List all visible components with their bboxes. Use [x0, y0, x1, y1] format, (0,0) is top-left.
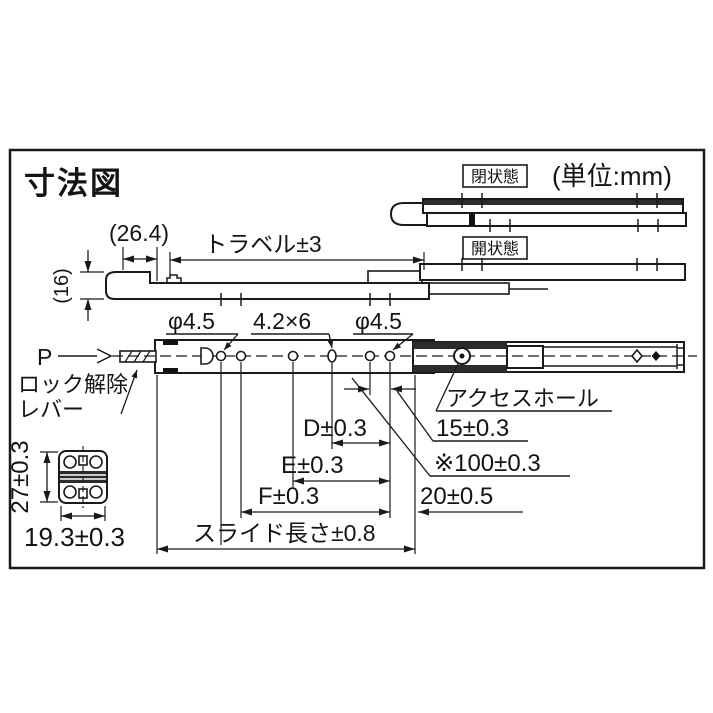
dim-section-height: 27±0.3 [7, 440, 34, 513]
dim-section-width: 19.3±0.3 [24, 522, 125, 552]
dim-end-offset-20: 20±0.5 [420, 483, 493, 510]
section-ball-tr [89, 455, 103, 469]
plan-hole-1 [215, 350, 227, 362]
open-state-label-box [462, 236, 528, 260]
dimension-annotations: 15±0.3 ※100±0.3 D±0.3 E±0.3 F±0.3 20±0.5… [156, 362, 570, 554]
closed-state-label: 閉状態 [471, 168, 519, 186]
section-ball-bl [63, 485, 77, 499]
lock-release-label-line2: レバー [18, 397, 84, 422]
plan-diamond-hole-filled [651, 351, 661, 361]
dim-slide-length: スライド長さ±0.8 [193, 520, 376, 546]
plan-d-slot [200, 347, 214, 365]
access-hole-label: アクセスホール [446, 386, 599, 411]
dim-travel: トラベル±3 [204, 231, 321, 257]
plan-hole-5 [364, 350, 376, 362]
open-upper-rail [419, 263, 686, 281]
open-outer-rail-profile [105, 271, 430, 300]
dim-pitch-f: F±0.3 [258, 483, 319, 510]
closed-state-view: 閉状態 [389, 164, 687, 232]
open-rail-clip [166, 274, 182, 283]
dim-bracket-height: (16) [51, 268, 73, 304]
plan-hole-3 [287, 350, 299, 362]
dim-hole-pitch-100: ※100±0.3 [434, 450, 541, 477]
section-ball-br [89, 485, 103, 499]
dim-hole-dia-front: φ4.5 [168, 308, 215, 334]
datum-p-arrow [96, 348, 113, 364]
dim-slot-size: 4.2×6 [253, 308, 311, 334]
dim-hole-dia-rear: φ4.5 [355, 308, 402, 334]
lock-release-label-line1: ロック解除 [18, 372, 128, 397]
dim-pitch-d: D±0.3 [303, 415, 367, 442]
closed-upper-rail-retainer [424, 200, 682, 205]
dim-end-pitch-15: 15±0.3 [436, 415, 509, 442]
plan-inner-rail-hatch-bottom [413, 365, 507, 372]
cross-section-view: 27±0.3 19.3±0.3 [7, 440, 125, 552]
closed-lever-profile [389, 202, 428, 226]
dim-bracket-offset: (26.4) [109, 220, 169, 246]
plan-hole-6 [384, 350, 396, 362]
plan-diamond-hole [630, 348, 644, 364]
unit-note: (単位:mm) [552, 161, 672, 191]
dim-pitch-e: E±0.3 [281, 452, 344, 479]
plan-view: φ4.5 4.2×6 φ4.5 P ロック解除 レバー アクセスホール [18, 308, 697, 422]
page-title: 寸法図 [24, 166, 123, 201]
datum-p-label: P [37, 344, 52, 370]
closed-lower-rail [426, 212, 687, 227]
plan-hole-2 [235, 350, 247, 362]
drawing-border-frame [8, 148, 706, 570]
closed-rail-stop [469, 213, 475, 226]
plan-inner-rail-slot [506, 345, 544, 369]
open-state-label: 開状態 [471, 240, 519, 258]
open-upper-rail-step [367, 270, 423, 284]
plan-oblong-slot [327, 349, 337, 363]
section-ball-tl [63, 455, 77, 469]
open-state-view: 開状態 (16) (26.4) トラベル±3 [51, 220, 686, 321]
plan-inner-rail-hatch-top [413, 342, 507, 349]
closed-state-label-box [462, 164, 528, 188]
